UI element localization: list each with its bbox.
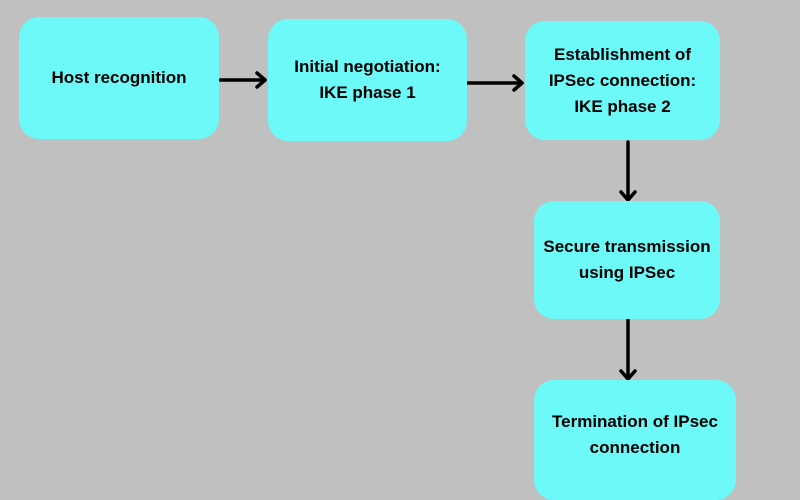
step-host-recognition: Host recognition <box>19 17 219 139</box>
step-label: Secure transmission using IPSec <box>543 237 711 282</box>
step-secure-transmission: Secure transmission using IPSec <box>534 201 720 319</box>
arrow-4-to-5 <box>619 318 637 381</box>
step-label: Establishment of IPSec connection: IKE p… <box>548 44 697 116</box>
step-label: Termination of IPsec connection <box>552 412 718 457</box>
step-ike-phase-1: Initial negotiation: IKE phase 1 <box>268 19 467 141</box>
arrow-3-to-4 <box>619 140 637 202</box>
step-label: Host recognition <box>51 68 187 87</box>
step-label: Initial negotiation: IKE phase 1 <box>294 57 441 102</box>
arrow-2-to-3 <box>462 74 524 92</box>
step-ike-phase-2: Establishment of IPSec connection: IKE p… <box>525 21 720 140</box>
arrow-1-to-2 <box>218 71 267 89</box>
step-termination: Termination of IPsec connection <box>534 380 736 500</box>
